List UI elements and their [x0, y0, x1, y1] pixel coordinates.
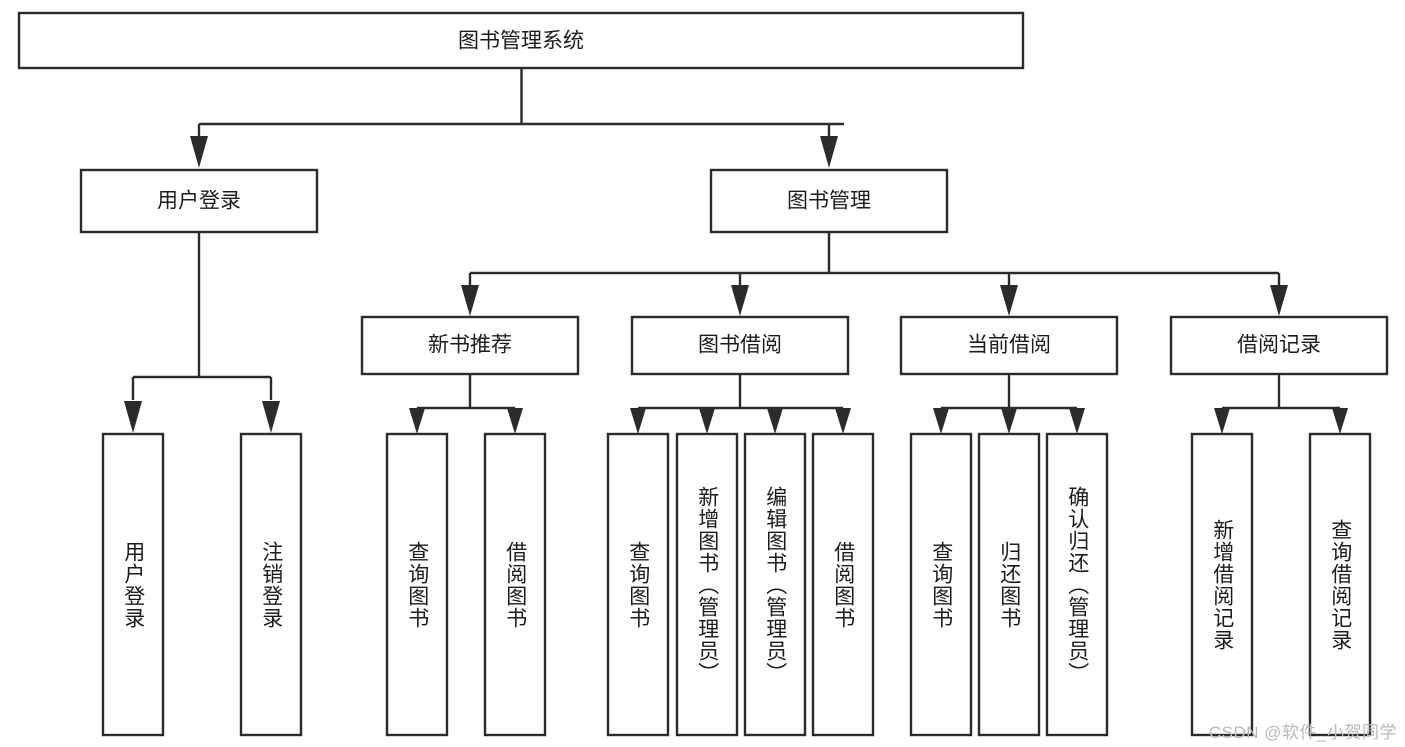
arrow-head-user-login	[190, 136, 208, 168]
leaf-box-borrow-book-1[interactable]	[483, 432, 547, 737]
arrow-head-leaf-query-record	[1332, 408, 1348, 434]
node-current-borrow[interactable]	[899, 315, 1119, 376]
connector-group-borrow-record	[1214, 374, 1348, 434]
arrow-head-book-manage	[820, 136, 838, 168]
arrow-head-leaf-user-login	[124, 401, 142, 433]
node-root[interactable]	[17, 11, 1025, 70]
leaf-box-confirm-return[interactable]	[1045, 432, 1109, 737]
node-user-login-label: 用户登录	[157, 190, 241, 213]
node-book-borrow-label: 图书借阅	[698, 334, 782, 357]
leaf-box-add-record[interactable]	[1190, 432, 1254, 737]
node-new-book-recommend[interactable]	[360, 315, 580, 376]
leaf-box-edit-book[interactable]	[743, 432, 807, 737]
arrow-head-leaf-add-book	[699, 408, 715, 434]
node-book-manage-label: 图书管理	[787, 190, 871, 213]
arrow-head-current-borrow	[1000, 285, 1018, 316]
csdn-watermark: CSDN @软件_小贺同学	[1208, 723, 1397, 742]
connector-group-new-book-recommend	[409, 374, 523, 434]
leaf-box-add-book[interactable]	[675, 432, 739, 737]
leaf-box-query-book-1[interactable]	[385, 432, 449, 737]
arrow-head-borrow-record	[1270, 285, 1288, 316]
arrow-head-leaf-add-record	[1214, 408, 1230, 434]
leaf-box-query-book-3[interactable]	[909, 432, 973, 737]
arrow-head-leaf-borrow-book-1	[507, 408, 523, 434]
leaf-box-logout[interactable]	[239, 432, 303, 737]
node-book-manage[interactable]	[709, 168, 949, 234]
arrow-head-leaf-return-book	[1001, 408, 1017, 434]
connector-group-book-manage	[461, 232, 1288, 316]
arrow-head-leaf-edit-book	[767, 408, 783, 434]
arrow-head-new-book-recommend	[461, 285, 479, 316]
node-book-borrow[interactable]	[630, 315, 850, 376]
arrow-head-leaf-query-book-1	[409, 408, 425, 434]
connector-group-root	[190, 68, 844, 168]
connector-group-user-login	[124, 232, 280, 433]
leaf-box-borrow-book-2[interactable]	[811, 432, 875, 737]
node-user-login[interactable]	[79, 168, 319, 234]
connector-group-current-borrow	[933, 374, 1085, 434]
arrow-head-leaf-query-book-3	[933, 408, 949, 434]
leaf-box-query-book-2[interactable]	[606, 432, 670, 737]
node-root-label: 图书管理系统	[458, 30, 584, 53]
arrow-head-leaf-query-book-2	[630, 408, 646, 434]
node-new-book-recommend-label: 新书推荐	[428, 334, 512, 357]
arrow-head-leaf-borrow-book-2	[835, 408, 851, 434]
arrow-head-book-borrow	[731, 285, 749, 316]
node-current-borrow-label: 当前借阅	[967, 334, 1051, 357]
leaf-box-query-record[interactable]	[1308, 432, 1372, 737]
arrow-head-leaf-logout	[262, 401, 280, 433]
node-borrow-record[interactable]	[1169, 315, 1389, 376]
leaf-box-user-login[interactable]	[101, 432, 165, 737]
connector-group-book-borrow	[630, 374, 851, 434]
leaf-box-return-book[interactable]	[977, 432, 1041, 737]
arrow-head-leaf-confirm-return	[1069, 408, 1085, 434]
node-borrow-record-label: 借阅记录	[1237, 334, 1321, 357]
